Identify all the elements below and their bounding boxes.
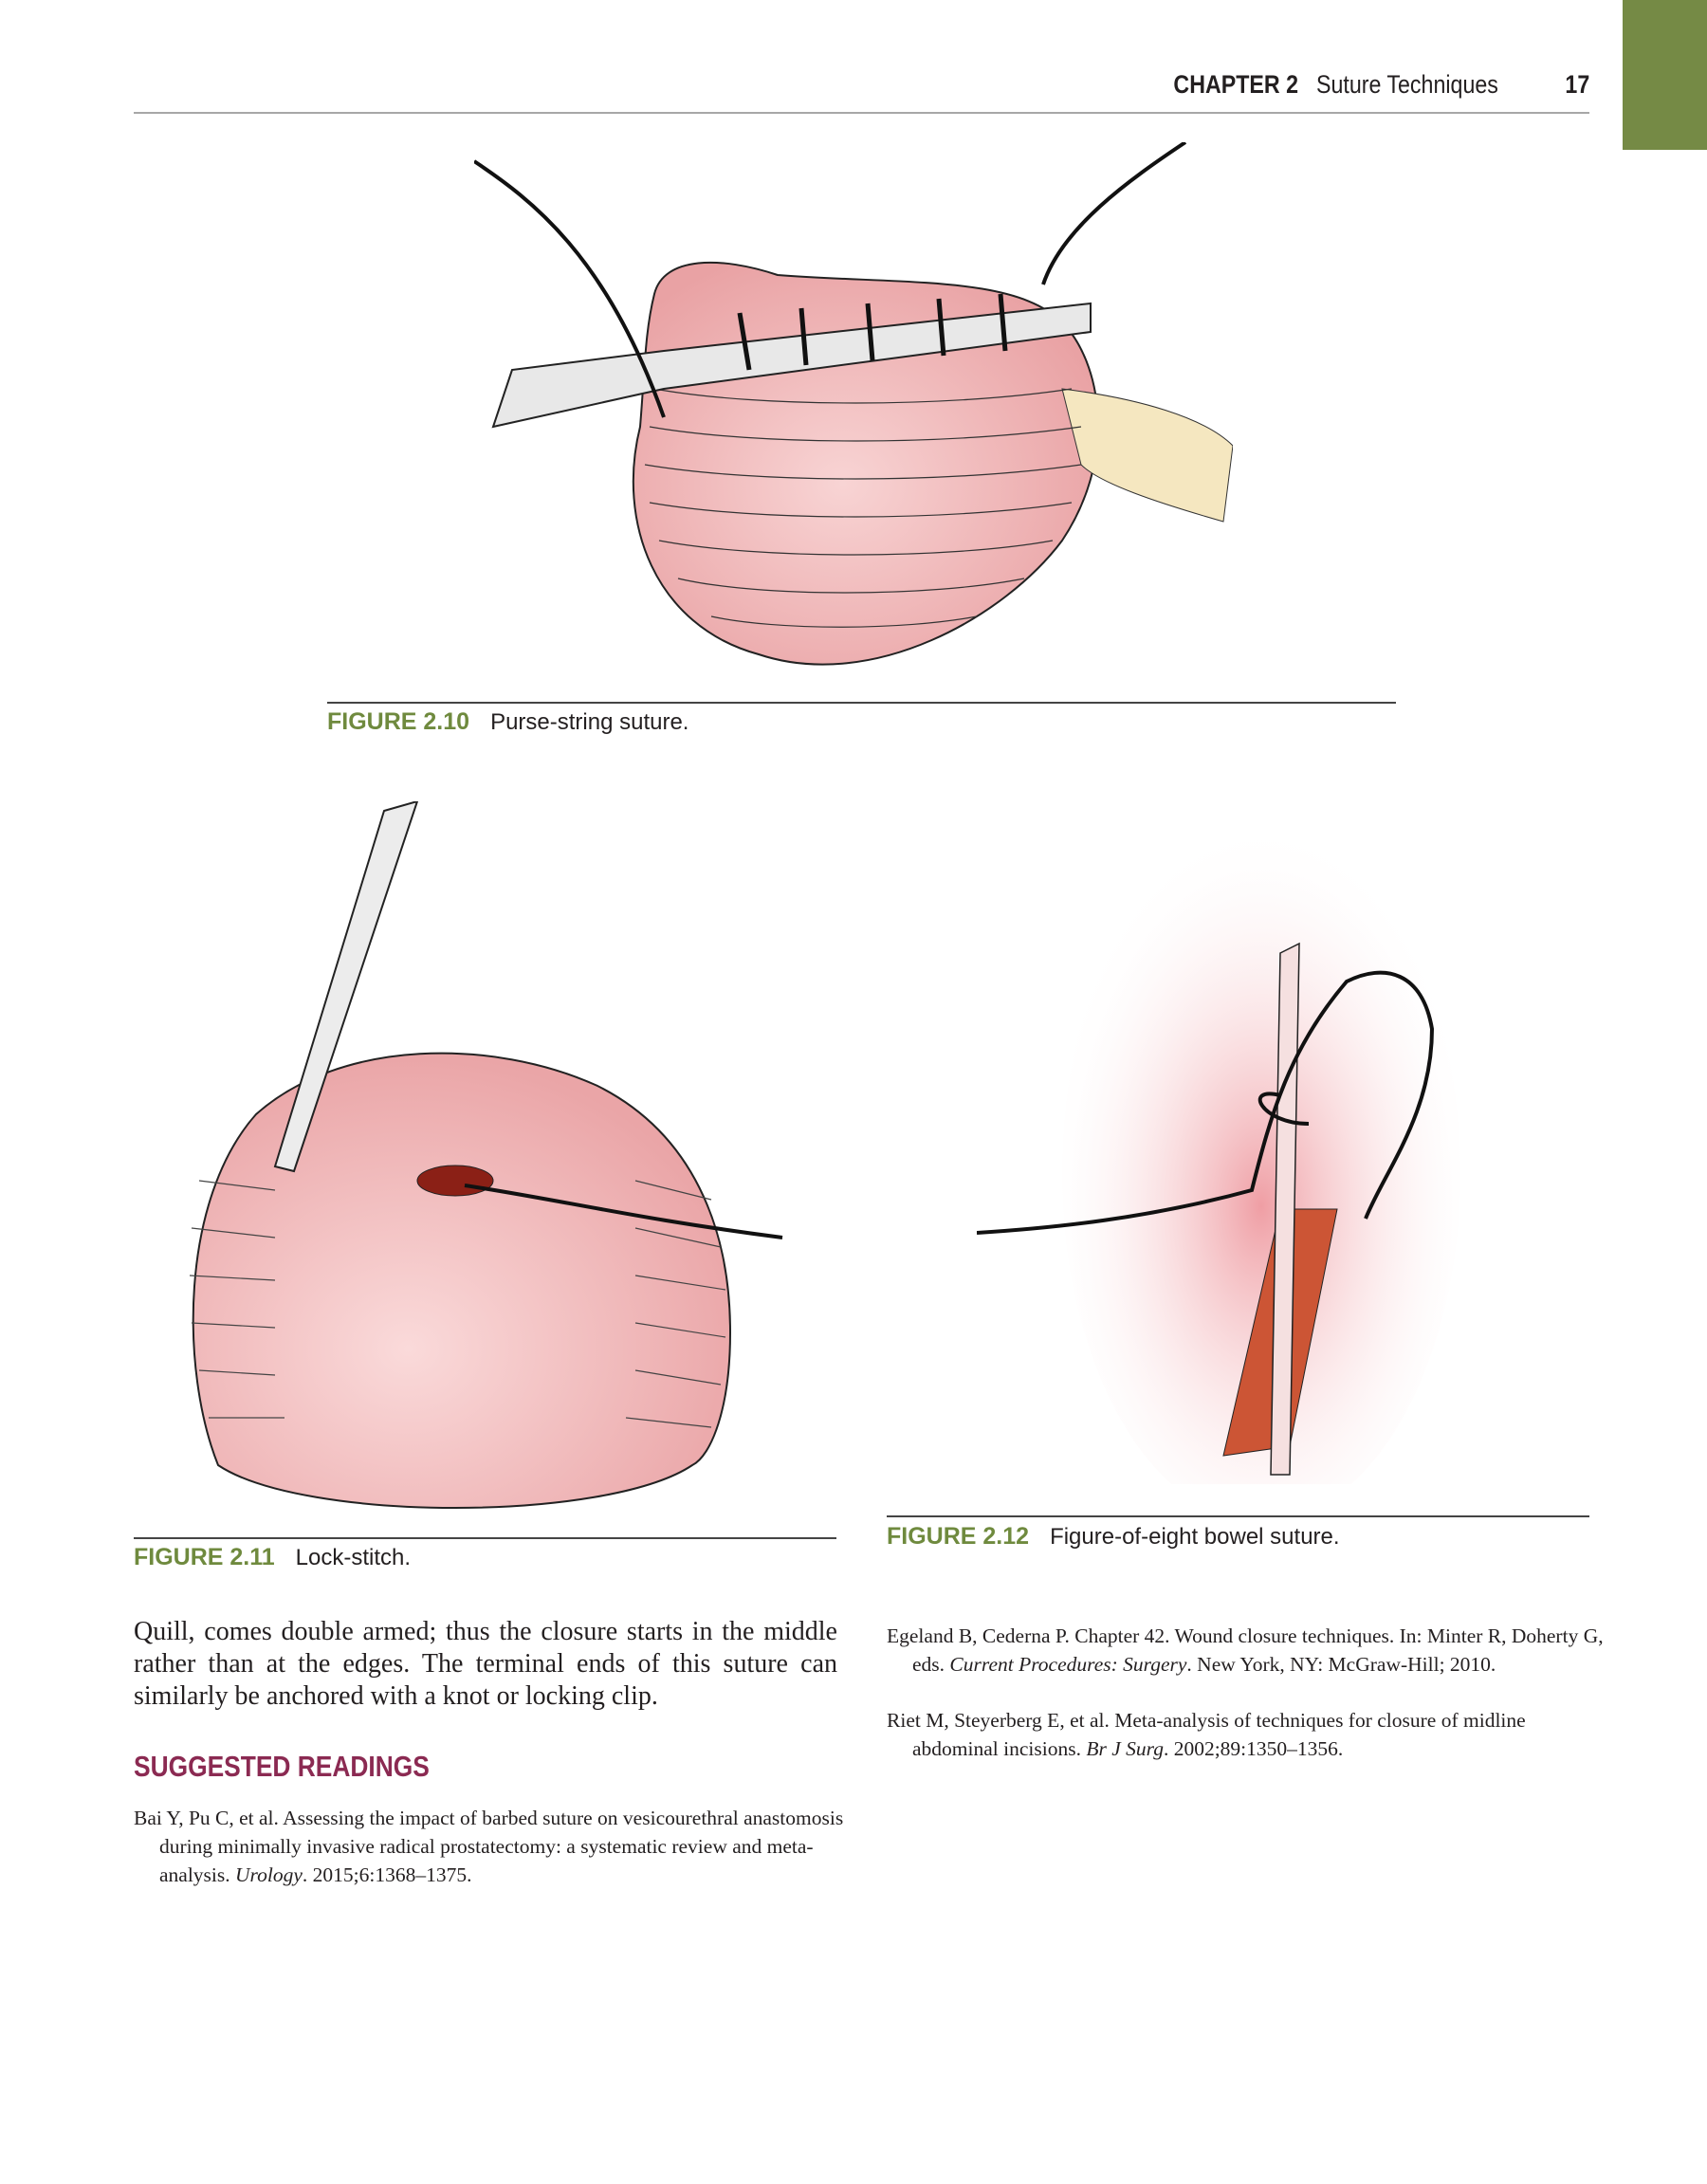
header-rule xyxy=(134,112,1589,114)
figure-caption-text: Purse-string suture. xyxy=(490,709,689,735)
figure-caption-text: Figure-of-eight bowel suture. xyxy=(1050,1524,1340,1550)
reference-text: Bai Y, Pu C, et al. Assessing the impact… xyxy=(134,1807,844,1886)
figure-2-10-rule xyxy=(327,702,1396,704)
figure-number: FIGURE 2.11 xyxy=(134,1544,275,1570)
figure-number: FIGURE 2.10 xyxy=(327,708,470,735)
page-number: 17 xyxy=(1565,70,1589,99)
reference-text: Riet M, Steyerberg E, et al. Meta-analys… xyxy=(887,1709,1526,1760)
body-paragraph: Quill, comes double armed; thus the clos… xyxy=(134,1617,837,1711)
figure-2-11-caption: FIGURE 2.11 Lock-stitch. xyxy=(134,1544,411,1571)
suggested-readings-heading: SUGGESTED READINGS xyxy=(134,1750,430,1783)
figure-2-12-caption: FIGURE 2.12 Figure-of-eight bowel suture. xyxy=(887,1523,1340,1551)
reference-item: Riet M, Steyerberg E, et al. Meta-analys… xyxy=(887,1706,1615,1763)
figure-2-11-illustration xyxy=(189,801,783,1509)
figure-caption-text: Lock-stitch. xyxy=(295,1545,412,1570)
chapter-title: Suture Techniques xyxy=(1315,70,1498,99)
reference-journal: Current Procedures: Surgery xyxy=(949,1653,1187,1676)
figure-2-10-illustration xyxy=(474,142,1233,666)
figure-number: FIGURE 2.12 xyxy=(887,1523,1030,1550)
reference-journal: Br J Surg xyxy=(1086,1737,1164,1760)
chapter-tab xyxy=(1623,0,1707,150)
reference-item: Egeland B, Cederna P. Chapter 42. Wound … xyxy=(887,1622,1615,1679)
reference-text: . 2002;89:1350–1356. xyxy=(1163,1737,1344,1760)
figure-2-11-rule xyxy=(134,1537,836,1539)
figure-2-12-rule xyxy=(887,1515,1589,1517)
reference-text: Egeland B, Cederna P. Chapter 42. Wound … xyxy=(887,1624,1604,1676)
reference-text: . New York, NY: McGraw-Hill; 2010. xyxy=(1186,1653,1496,1676)
chapter-label: CHAPTER 2 xyxy=(1173,70,1298,99)
figure-2-12-illustration xyxy=(977,820,1460,1484)
running-header: CHAPTER 2 Suture Techniques 17 xyxy=(1173,70,1589,100)
reference-item: Bai Y, Pu C, et al. Assessing the impact… xyxy=(134,1804,863,1889)
figure-2-10-caption: FIGURE 2.10 Purse-string suture. xyxy=(327,708,688,736)
reference-text: . 2015;6:1368–1375. xyxy=(302,1863,472,1886)
reference-journal: Urology xyxy=(235,1863,303,1886)
